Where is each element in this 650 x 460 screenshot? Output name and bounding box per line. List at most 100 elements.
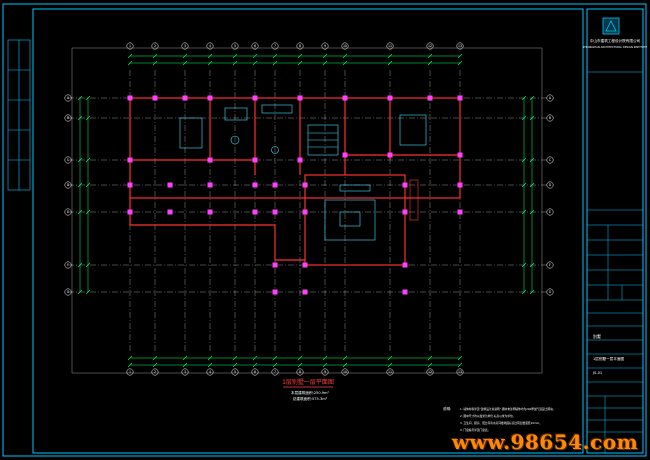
- wardrobe: [409, 179, 419, 221]
- column-marker: [297, 157, 303, 163]
- axis-bubble-bottom-circle: [271, 368, 279, 376]
- axis-bubble-top-circle: [206, 42, 214, 50]
- column-marker: [182, 95, 188, 101]
- axis-bubble-left-label: C: [67, 158, 70, 162]
- dimension-tick: [152, 355, 158, 361]
- structural-columns: [127, 95, 463, 295]
- dimension-tick: [182, 362, 188, 368]
- coffee-table: [339, 211, 361, 227]
- dimension-tick: [207, 355, 213, 361]
- dimension-tick: [252, 60, 258, 66]
- axis-bubble-top-label: 1: [129, 44, 131, 48]
- axis-bubble-bottom-circle: [231, 368, 239, 376]
- axis-bubble-top-circle: [126, 42, 134, 50]
- axis-bubble-bottom-label: 7: [274, 370, 276, 374]
- axis-bubble-left-circle: [64, 94, 72, 102]
- dimension-tick: [127, 53, 133, 59]
- column-marker: [167, 182, 173, 188]
- axis-bubble-bottom-circle: [426, 368, 434, 376]
- axis-bubble-right-label: A: [549, 96, 552, 100]
- axis-bubble-right-circle: [546, 156, 554, 164]
- axis-bubble-bottom-label: 11: [388, 370, 392, 374]
- axis-bubble-left-circle: [64, 208, 72, 216]
- dimension-tick: [529, 262, 535, 268]
- dimension-tick: [182, 60, 188, 66]
- column-marker: [387, 95, 393, 101]
- dimension-tick: [322, 362, 328, 368]
- wall-living-block: [304, 174, 406, 266]
- column-marker: [457, 209, 463, 215]
- axis-bubble-bottom-circle: [321, 368, 329, 376]
- dimension-tick: [529, 95, 535, 101]
- axis-bubble-top-circle: [181, 42, 189, 50]
- column-marker: [272, 289, 278, 295]
- dimension-tick: [85, 95, 91, 101]
- axis-bubble-top-label: 3: [184, 44, 186, 48]
- dimension-tick: [85, 262, 91, 268]
- axis-bubble-top-label: 7: [274, 44, 276, 48]
- dimension-tick: [322, 60, 328, 66]
- axis-bubble-left-label: A: [67, 96, 70, 100]
- drawing-name: 1层别墅一层平面图: [593, 356, 624, 361]
- column-marker: [402, 182, 408, 188]
- axis-bubble-left-circle: [64, 181, 72, 189]
- dimension-tick: [127, 60, 133, 66]
- axis-bubble-top-circle: [296, 42, 304, 50]
- dimension-tick: [342, 60, 348, 66]
- column-marker: [457, 182, 463, 188]
- axis-bubble-left-label: B: [67, 116, 69, 120]
- column-marker: [127, 182, 133, 188]
- axis-bubble-top-circle: [386, 42, 394, 50]
- bed: [399, 114, 427, 146]
- dimension-tick: [85, 182, 91, 188]
- column-marker: [457, 152, 463, 158]
- dimension-tick: [387, 355, 393, 361]
- watermark-url: www.98654.com: [452, 430, 639, 454]
- axis-bubble-left-circle: [64, 261, 72, 269]
- axis-bubble-right-label: B: [549, 116, 551, 120]
- axis-bubble-right-label: D: [549, 183, 552, 187]
- dimension-tick: [529, 209, 535, 215]
- plan-title: 1层别墅一层平面图: [282, 378, 334, 386]
- dimension-tick: [182, 53, 188, 59]
- sheet-outer-border: [2, 3, 647, 457]
- axis-bubble-right-label: C: [549, 158, 552, 162]
- column-marker: [457, 95, 463, 101]
- column-marker: [252, 95, 258, 101]
- axis-bubble-bottom-label: 6: [254, 370, 256, 374]
- dimension-tick: [85, 289, 91, 295]
- axis-bubble-bottom-label: 1: [129, 370, 131, 374]
- furniture: [179, 104, 427, 241]
- axis-bubble-bottom-label: 9: [324, 370, 326, 374]
- dimension-tick: [272, 362, 278, 368]
- dimension-tick: [207, 362, 213, 368]
- title-block-logo: [602, 17, 620, 35]
- column-marker: [302, 182, 308, 188]
- axis-bubble-bottom-label: 5: [234, 370, 236, 374]
- dimension-lines: [77, 53, 535, 368]
- sheet-inner-border: [32, 8, 584, 454]
- axis-bubble-left-label: F: [67, 263, 69, 267]
- axis-bubble-bottom-circle: [151, 368, 159, 376]
- dimension-tick: [427, 355, 433, 361]
- axis-bubble-top-label: 9: [324, 44, 326, 48]
- note-line: 1. 墙体材料详见“建筑设计总说明”,图中未注明墙体均为200厚加气混凝土砌块。: [460, 407, 556, 411]
- toilet: [230, 135, 240, 145]
- dimension-tick: [521, 262, 527, 268]
- dimension-tick: [207, 60, 213, 66]
- column-marker: [302, 209, 308, 215]
- dimension-tick: [272, 53, 278, 59]
- dimension-tick: [342, 355, 348, 361]
- column-marker: [127, 157, 133, 163]
- dimension-tick: [427, 362, 433, 368]
- dimension-tick: [529, 182, 535, 188]
- axis-bubble-left-label: G: [67, 290, 70, 294]
- dimension-tick: [529, 289, 535, 295]
- column-marker: [127, 95, 133, 101]
- axis-bubble-bottom-label: 13: [458, 370, 462, 374]
- axis-bubble-left-circle: [64, 156, 72, 164]
- axis-bubble-left-label: D: [67, 183, 70, 187]
- axis-bubble-bottom-circle: [126, 368, 134, 376]
- dimension-tick: [322, 355, 328, 361]
